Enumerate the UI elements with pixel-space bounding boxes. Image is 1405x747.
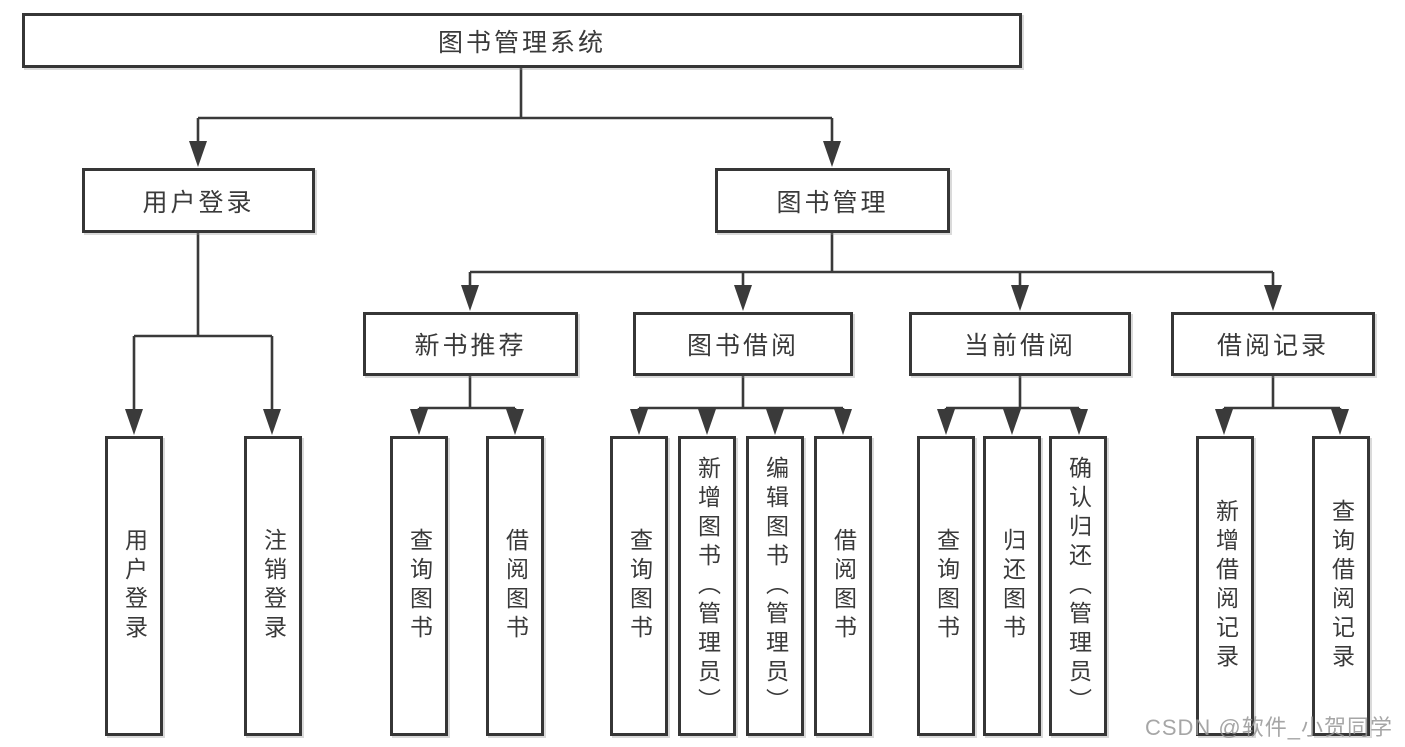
leaf-add-books-admin: 新增图书（管理员） [678, 436, 736, 736]
node-system-root: 图书管理系统 [22, 13, 1022, 68]
node-user-login: 用户登录 [82, 168, 315, 233]
leaf-query-books-borrowing: 查询图书 [610, 436, 668, 736]
leaf-borrow-books-borrowing: 借阅图书 [814, 436, 872, 736]
csdn-watermark: CSDN @软件_小贺同学 [1144, 715, 1393, 740]
node-book-management: 图书管理 [715, 168, 950, 233]
leaf-query-borrow-record: 查询借阅记录 [1312, 436, 1370, 736]
leaf-query-books-current: 查询图书 [917, 436, 975, 736]
leaf-confirm-return-admin: 确认归还（管理员） [1049, 436, 1107, 736]
leaf-logout: 注销登录 [244, 436, 302, 736]
node-book-borrowing: 图书借阅 [633, 312, 853, 376]
node-new-book-recommendation: 新书推荐 [363, 312, 578, 376]
leaf-edit-books-admin: 编辑图书（管理员） [746, 436, 804, 736]
leaf-user-login: 用户登录 [105, 436, 163, 736]
leaf-query-books-recommend: 查询图书 [390, 436, 448, 736]
node-current-borrowing: 当前借阅 [909, 312, 1131, 376]
leaf-borrow-books-recommend: 借阅图书 [486, 436, 544, 736]
node-borrowing-records: 借阅记录 [1171, 312, 1375, 376]
leaf-return-books: 归还图书 [983, 436, 1041, 736]
connector-rails [134, 116, 1340, 410]
leaf-add-borrow-record: 新增借阅记录 [1196, 436, 1254, 736]
connector-stems [196, 68, 1275, 408]
